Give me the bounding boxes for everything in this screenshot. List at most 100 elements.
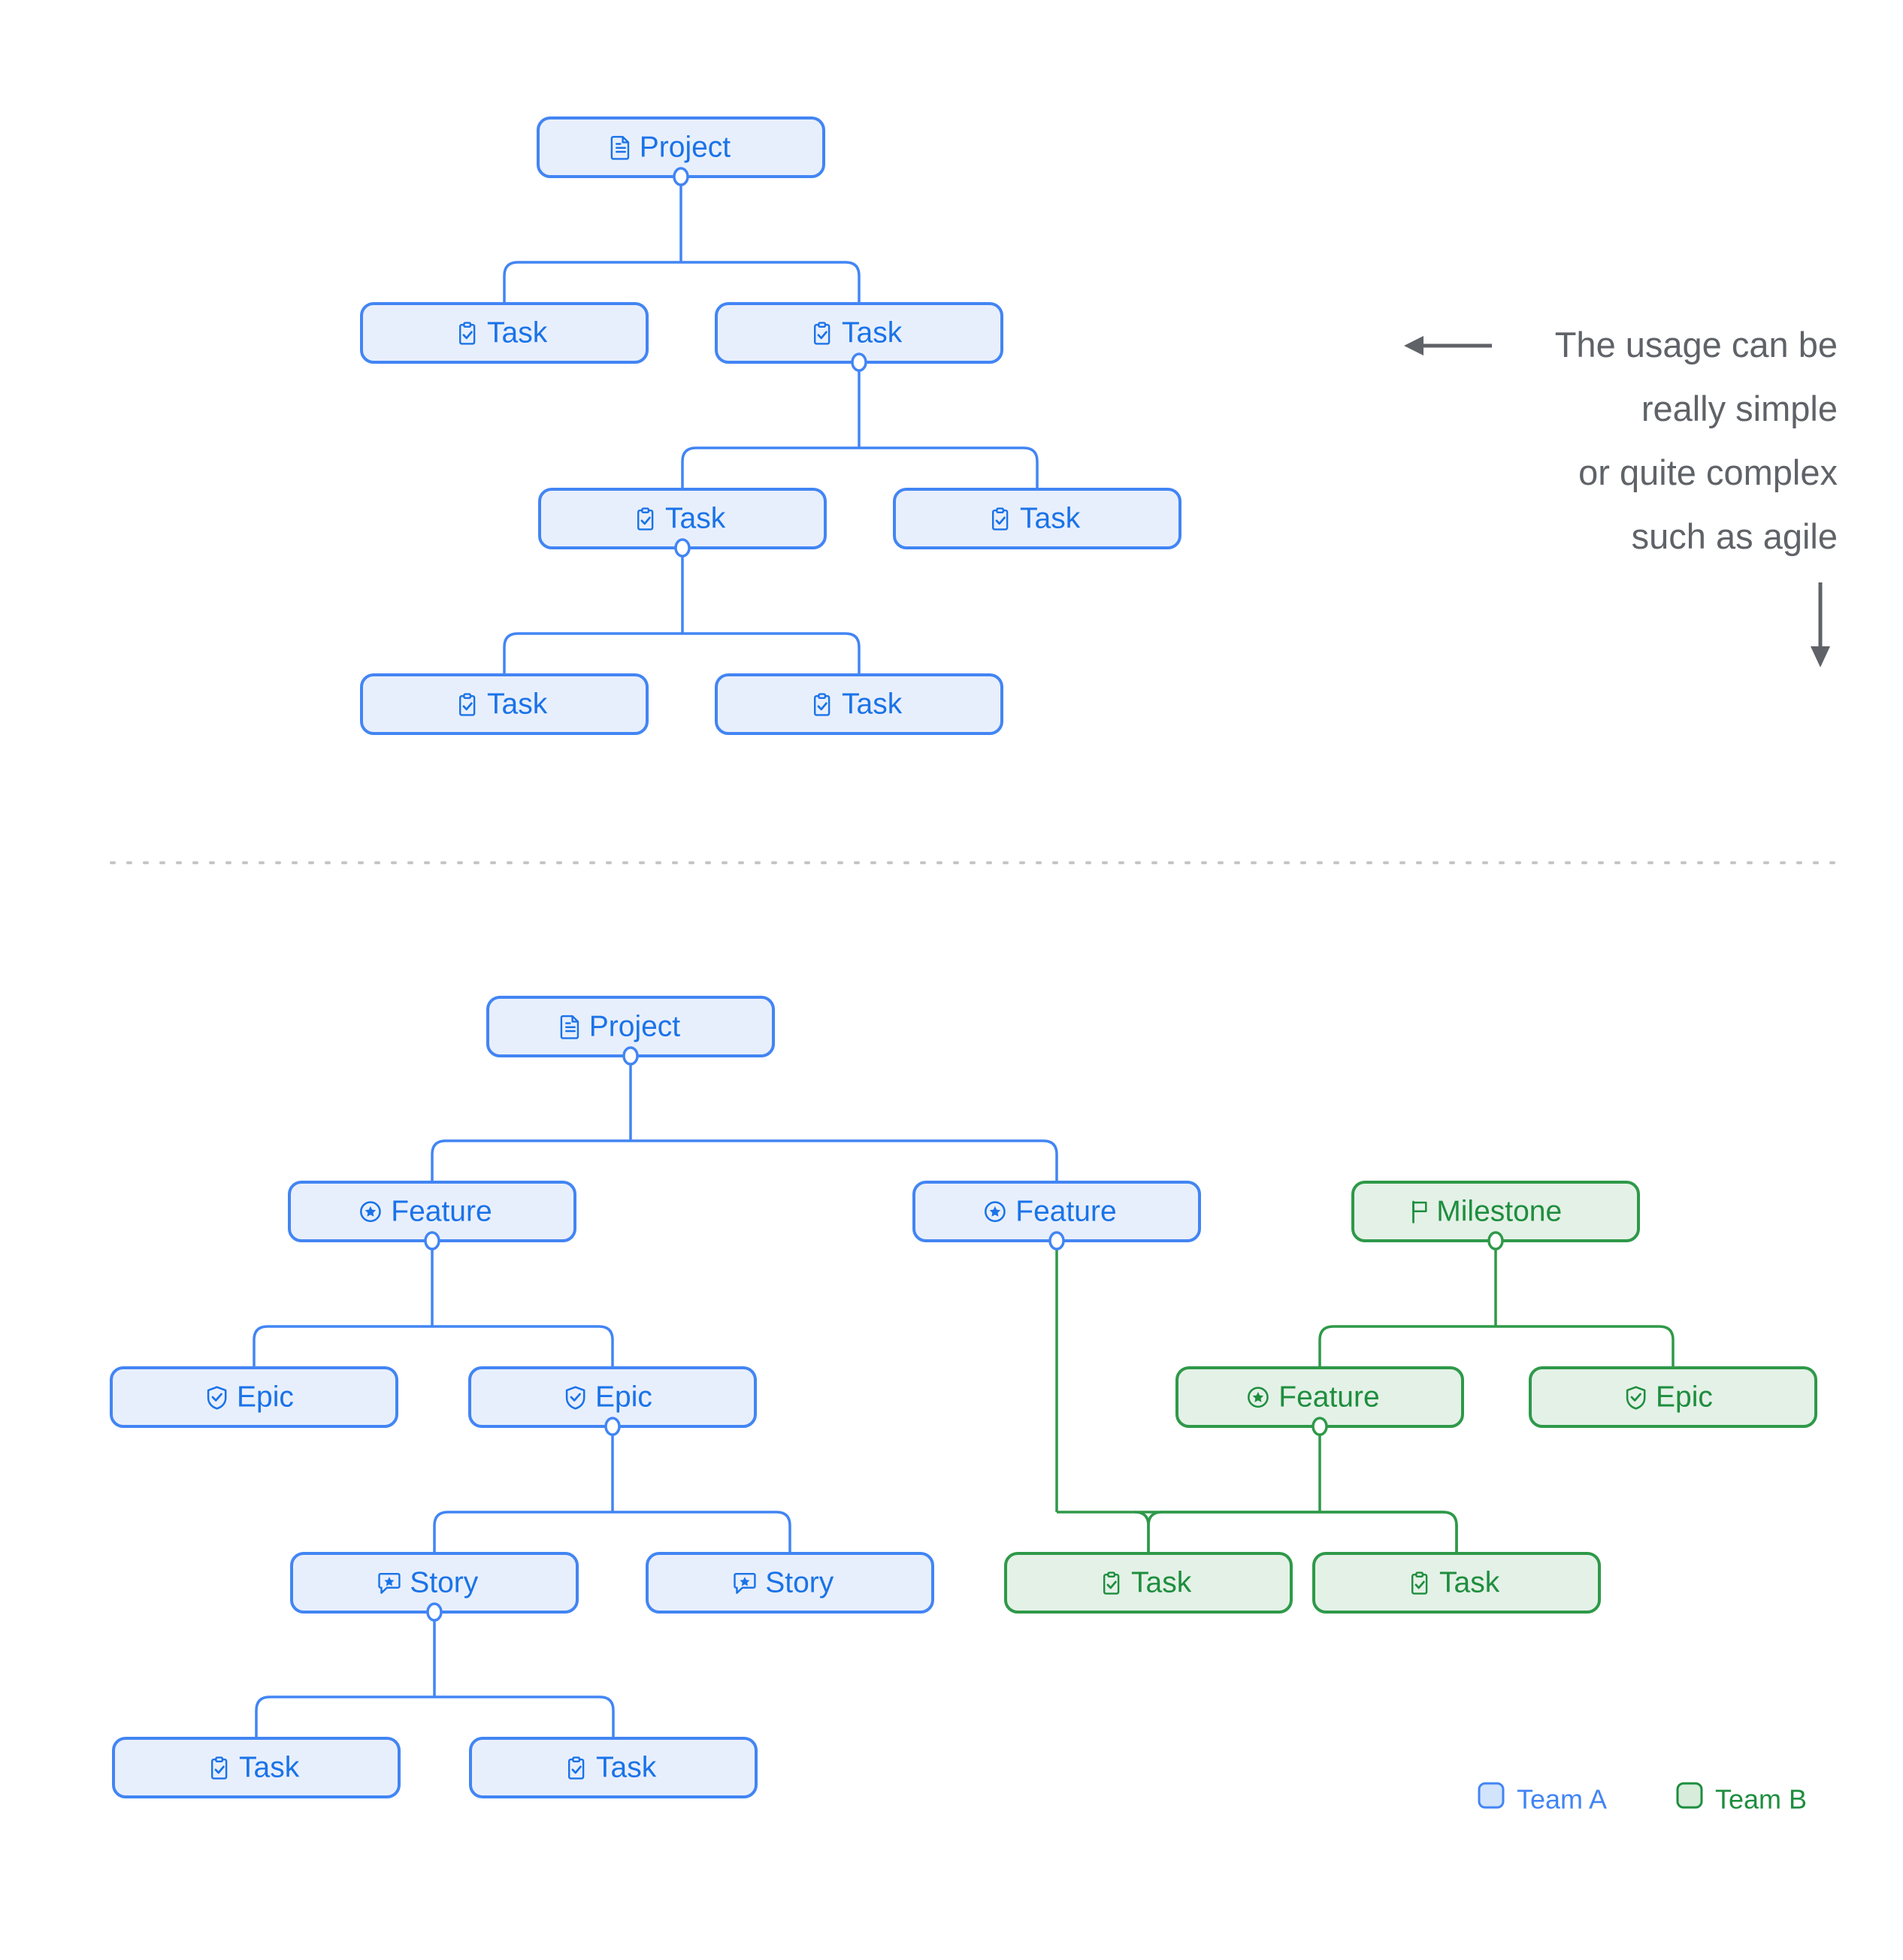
connector-branch [845, 261, 861, 304]
node-label: Feature [1278, 1381, 1379, 1413]
node-label: Project [589, 1010, 681, 1042]
connector [431, 1064, 1058, 1182]
node-box[interactable] [360, 673, 649, 735]
node-label: Task [1439, 1566, 1500, 1599]
legend-item: Team A [1478, 1782, 1607, 1815]
node-label: Feature [391, 1195, 492, 1227]
node-port [674, 538, 691, 558]
node-task[interactable]: Task [715, 302, 1003, 372]
arrow-down-icon [1811, 582, 1830, 667]
node-label: Milestone [1436, 1195, 1562, 1227]
node-feature[interactable]: Feature [912, 1181, 1201, 1251]
simple-diagram-edges [503, 185, 1039, 675]
node-box[interactable] [112, 1737, 401, 1798]
legend: Team A Team B [1478, 1782, 1807, 1815]
node-box[interactable] [110, 1366, 398, 1428]
node-epic[interactable]: Epic [1529, 1366, 1817, 1428]
legend-label: Team A [1517, 1784, 1607, 1815]
node-epic[interactable]: Epic [468, 1366, 757, 1436]
node-task[interactable]: Task [360, 673, 649, 735]
node-label: Task [665, 502, 726, 534]
connector-branch [253, 1325, 268, 1368]
node-port [1048, 1231, 1065, 1251]
node-label: Feature [1015, 1195, 1116, 1227]
connector [1147, 1435, 1458, 1553]
annotation-line-4: such as agile [1632, 516, 1838, 556]
node-milestone[interactable]: Milestone [1351, 1181, 1640, 1251]
node-feature[interactable]: Feature [288, 1181, 576, 1251]
node-box[interactable] [646, 1552, 934, 1614]
connector-branch [1659, 1325, 1675, 1368]
node-port [604, 1417, 621, 1436]
connector-branch [845, 632, 861, 675]
node-label: Story [765, 1566, 834, 1599]
arrow-left-icon [1404, 336, 1492, 355]
node-task[interactable]: Task [360, 302, 649, 364]
connector [253, 1249, 614, 1368]
node-label: Task [487, 688, 548, 720]
connector-branch [255, 1695, 271, 1738]
connector-branch [1442, 1511, 1458, 1553]
connector [255, 1620, 615, 1738]
connector [503, 556, 861, 675]
node-label: Task [239, 1751, 300, 1783]
connector [503, 185, 861, 304]
node-task[interactable]: Task [1004, 1552, 1293, 1614]
connector-branch [503, 632, 519, 675]
node-task[interactable]: Task [715, 673, 1003, 735]
node-label: Story [410, 1566, 479, 1599]
node-box[interactable] [1312, 1552, 1601, 1614]
node-label: Task [1020, 502, 1081, 534]
node-label: Project [640, 131, 731, 163]
connector-branch [433, 1511, 449, 1553]
connector-branch [1042, 1139, 1058, 1182]
connector-branch [681, 446, 697, 489]
legend-swatch [1478, 1782, 1505, 1809]
node-label: Task [1131, 1566, 1192, 1599]
node-task[interactable]: Task [112, 1737, 401, 1798]
node-box[interactable] [1004, 1552, 1293, 1614]
node-feature[interactable]: Feature [1175, 1366, 1464, 1436]
node-label: Epic [1656, 1381, 1713, 1413]
node-box[interactable] [1529, 1366, 1817, 1428]
node-port [424, 1231, 440, 1251]
node-task[interactable]: Task [538, 488, 827, 558]
node-box[interactable] [893, 488, 1181, 549]
connector [1318, 1249, 1675, 1368]
node-task[interactable]: Task [893, 488, 1181, 549]
connector-branch [598, 1325, 614, 1368]
node-port [622, 1046, 639, 1066]
annotation-line-1: The usage can be [1555, 325, 1838, 364]
node-port [1487, 1231, 1504, 1251]
node-task[interactable]: Task [469, 1737, 758, 1798]
node-story[interactable]: Story [646, 1552, 934, 1614]
node-box[interactable] [360, 302, 649, 364]
connector-branch [1023, 446, 1039, 489]
node-box[interactable] [715, 673, 1003, 735]
node-port [1312, 1417, 1328, 1436]
node-project[interactable]: Project [486, 996, 775, 1066]
legend-item: Team B [1676, 1782, 1807, 1815]
agile-diagram-edges [253, 1064, 1675, 1738]
legend-swatch [1676, 1782, 1703, 1809]
connector-branch [1134, 1511, 1150, 1553]
connector [681, 371, 1039, 489]
legend-label: Team B [1715, 1784, 1807, 1815]
connector [1055, 1249, 1458, 1553]
node-port [851, 352, 867, 372]
node-story[interactable]: Story [290, 1552, 579, 1622]
node-label: Epic [595, 1381, 652, 1413]
node-box[interactable] [469, 1737, 758, 1798]
connector-branch [599, 1695, 615, 1738]
node-port [426, 1602, 443, 1622]
node-task[interactable]: Task [1312, 1552, 1601, 1614]
connector-branch [503, 261, 519, 304]
node-project[interactable]: Project [537, 116, 825, 186]
connector-branch [431, 1139, 446, 1182]
annotation-group: The usage can be really simple or quite … [1404, 325, 1838, 667]
annotation-line-3: or quite complex [1578, 452, 1838, 492]
node-epic[interactable]: Epic [110, 1366, 398, 1428]
connector [433, 1435, 791, 1553]
node-label: Task [487, 316, 548, 349]
